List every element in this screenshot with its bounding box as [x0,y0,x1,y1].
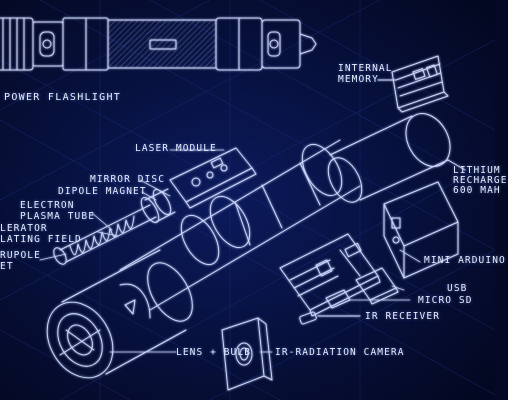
flashlight-side-view [0,17,317,71]
label-dipole-magnet: DIPOLE MAGNET [58,186,147,197]
label-ir-receiver: IR RECEIVER [365,311,441,322]
label-accelerator: LERATOR [0,223,48,234]
plasma-tube [53,204,157,265]
label-internal-memory-2: MEMORY [338,74,379,85]
label-usb: USB [447,283,468,294]
battery-block [383,181,459,279]
label-lens-bulb: LENS + BULB [176,347,252,358]
label-laser-module: LASER MODULE [135,143,217,154]
label-ir-camera: IR-RADIATION CAMERA [275,347,405,358]
ir-camera-component [221,317,273,391]
label-micro-sd: MICRO SD [418,295,473,306]
label-lithium: LITHIUM [453,165,501,176]
diagram-title: POWER FLASHLIGHT [4,92,122,103]
label-electron: ELECTRON [20,200,75,211]
label-internal-memory-1: INTERNAL [338,63,393,74]
label-rechargeable: RECHARGE [453,175,508,186]
label-mirror-disc: MIRROR DISC [90,174,166,185]
usb-module [355,267,399,305]
label-mini-arduino: MINI ARDUINO [424,255,506,266]
label-capacity: 600 MAH [453,185,501,196]
internal-memory-chip [377,55,449,113]
ir-receiver-component [299,311,361,325]
callout-lines [39,149,421,353]
label-quadrupole: RUPOLE [0,250,41,261]
label-quadrupole-magnet: ET [0,261,14,272]
blueprint-drawing [0,0,496,400]
mirror-disc [140,188,176,223]
label-plasma-tube: PLASMA TUBE [20,211,96,222]
main-tube [119,139,361,311]
lithium-battery [327,113,466,203]
label-accelerating-field: LATING FIELD [0,234,82,245]
laser-module [169,147,257,209]
flashlight-head [46,249,193,379]
